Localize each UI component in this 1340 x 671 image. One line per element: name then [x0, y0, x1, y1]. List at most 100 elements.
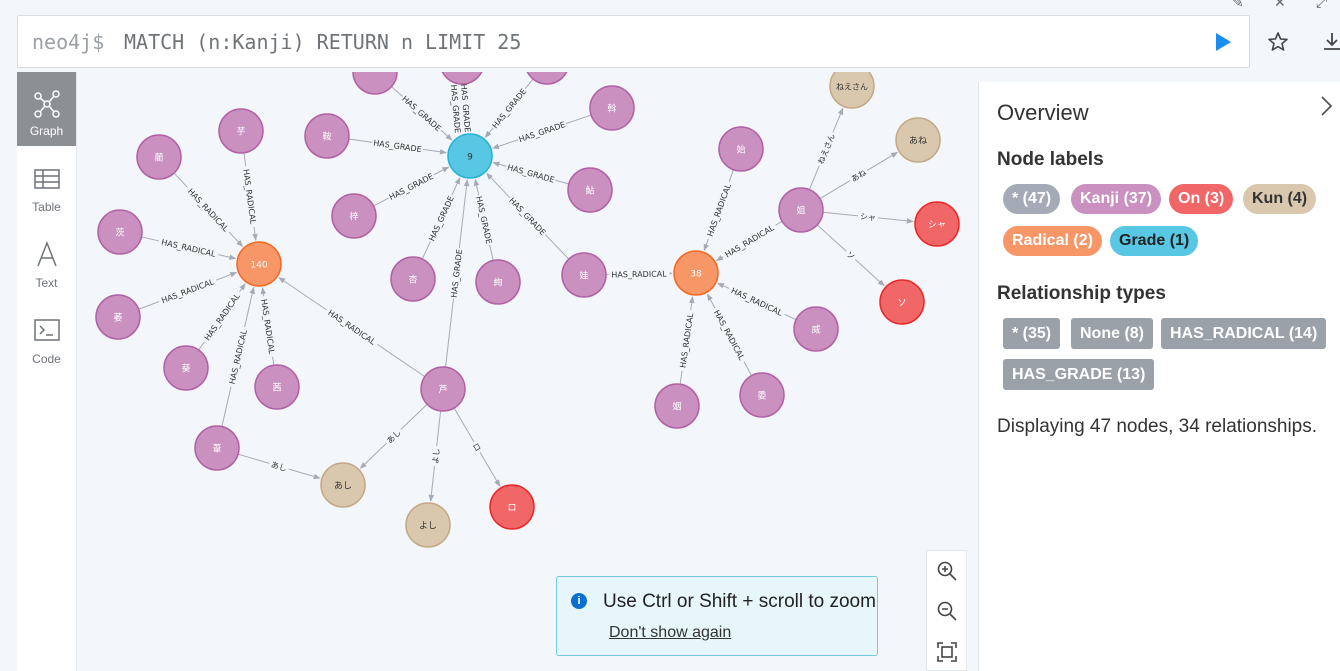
- node-circle[interactable]: [567, 167, 613, 213]
- graph-view-tab[interactable]: Graph: [17, 72, 76, 146]
- kanji-node[interactable]: 杏: [390, 256, 436, 302]
- node-circle[interactable]: [194, 425, 240, 471]
- relationship-type-tag[interactable]: * (35): [1003, 318, 1061, 349]
- kun-node[interactable]: ねえさん: [829, 72, 875, 109]
- node-label-pill[interactable]: Radical (2): [1003, 226, 1102, 256]
- radical-node[interactable]: 38: [673, 250, 719, 296]
- node-label-pill[interactable]: Kun (4): [1243, 184, 1317, 214]
- query-editor[interactable]: neo4j$ MATCH (n:Kanji) RETURN n LIMIT 25: [17, 15, 1250, 68]
- kanji-node[interactable]: 委: [739, 372, 785, 418]
- collapse-panel-chevron-icon[interactable]: [1317, 94, 1337, 118]
- node-circle[interactable]: [654, 383, 700, 429]
- run-query-button[interactable]: [1212, 30, 1234, 54]
- node-circle[interactable]: [829, 72, 875, 109]
- kanji-node[interactable]: 芦: [420, 366, 466, 412]
- node-circle[interactable]: [447, 133, 493, 179]
- relationship-label-bg: [156, 274, 219, 308]
- node-circle[interactable]: [352, 72, 398, 95]
- kanji-node[interactable]: 鞍: [304, 113, 350, 159]
- node-circle[interactable]: [304, 113, 350, 159]
- kanji-node[interactable]: 姻: [654, 383, 700, 429]
- node-label-pill[interactable]: * (47): [1003, 184, 1061, 214]
- relationship-label-bg: [857, 209, 879, 224]
- kanji-node[interactable]: 始: [718, 126, 764, 172]
- kanji-node[interactable]: 絢: [475, 259, 521, 305]
- node-circle[interactable]: [793, 306, 839, 352]
- close-icon[interactable]: ✕: [1274, 0, 1286, 10]
- node-circle[interactable]: [739, 372, 785, 418]
- kanji-node[interactable]: 葦: [194, 425, 240, 471]
- grade-node[interactable]: 9: [447, 133, 493, 179]
- kanji-node[interactable]: 芋: [218, 108, 264, 154]
- pin-icon[interactable]: ✎: [1232, 0, 1244, 10]
- kanji-node[interactable]: 梓: [331, 193, 377, 239]
- kanji-node[interactable]: 茨: [97, 209, 143, 255]
- kanji-node[interactable]: [352, 72, 398, 95]
- on-node[interactable]: シャ: [914, 201, 960, 247]
- node-circle[interactable]: [405, 502, 451, 548]
- node-circle[interactable]: [718, 126, 764, 172]
- kanji-node[interactable]: 娃: [561, 252, 607, 298]
- node-circle[interactable]: [320, 462, 366, 508]
- kanji-node[interactable]: 鮎: [567, 167, 613, 213]
- kanji-node[interactable]: 萎: [95, 294, 141, 340]
- node-circle[interactable]: [331, 193, 377, 239]
- node-circle[interactable]: [475, 259, 521, 305]
- relationship-type-tag[interactable]: HAS_RADICAL (14): [1161, 318, 1327, 349]
- node-circle[interactable]: [163, 345, 209, 391]
- favorite-star-icon[interactable]: [1266, 30, 1290, 54]
- node-circle[interactable]: [489, 484, 535, 530]
- query-input[interactable]: MATCH (n:Kanji) RETURN n LIMIT 25: [124, 30, 522, 54]
- code-view-tab[interactable]: Code: [17, 300, 76, 374]
- node-circle[interactable]: [97, 209, 143, 255]
- radical-node[interactable]: 140: [236, 241, 282, 287]
- node-circle[interactable]: [136, 134, 182, 180]
- node-label-pill[interactable]: Grade (1): [1110, 226, 1199, 256]
- expand-icon[interactable]: ⤢: [1316, 0, 1328, 10]
- node-circle[interactable]: [440, 72, 484, 85]
- kun-node[interactable]: よし: [405, 502, 451, 548]
- text-view-tab[interactable]: Text: [17, 224, 76, 298]
- kanji-node[interactable]: 茜: [254, 364, 300, 410]
- node-circle[interactable]: [218, 108, 264, 154]
- relationship-label-bg: [608, 267, 670, 281]
- node-circle[interactable]: [673, 250, 719, 296]
- node-circle[interactable]: [390, 256, 436, 302]
- kanji-node[interactable]: 藺: [136, 134, 182, 180]
- kanji-node[interactable]: [440, 72, 484, 85]
- node-circle[interactable]: [420, 366, 466, 412]
- node-circle[interactable]: [254, 364, 300, 410]
- fit-to-screen-icon[interactable]: [936, 641, 958, 663]
- kanji-node[interactable]: 姐: [778, 187, 824, 233]
- kanji-node[interactable]: 斡: [589, 85, 635, 131]
- on-node[interactable]: ソ: [879, 279, 925, 325]
- zoom-out-icon[interactable]: [936, 600, 958, 622]
- dont-show-again-link[interactable]: Don't show again: [609, 624, 732, 641]
- node-circle[interactable]: [95, 294, 141, 340]
- node-circle[interactable]: [914, 201, 960, 247]
- kun-node[interactable]: あね: [895, 117, 941, 163]
- node-label-pill[interactable]: On (3): [1169, 184, 1234, 214]
- kanji-node[interactable]: [525, 72, 569, 85]
- relationship-type-tag[interactable]: HAS_GRADE (13): [1003, 359, 1155, 390]
- table-view-tab[interactable]: Table: [17, 148, 76, 222]
- node-circle[interactable]: [879, 279, 925, 325]
- node-circle[interactable]: [778, 187, 824, 233]
- node-label-pill[interactable]: Kanji (37): [1071, 184, 1162, 214]
- node-circle[interactable]: [236, 241, 282, 287]
- relationship-type-tag[interactable]: None (8): [1071, 318, 1153, 349]
- node-circle[interactable]: [561, 252, 607, 298]
- download-icon[interactable]: [1320, 30, 1340, 54]
- on-node[interactable]: ロ: [489, 484, 535, 530]
- node-caption: 杏: [408, 274, 417, 286]
- kun-node[interactable]: あし: [320, 462, 366, 508]
- relationship-label-bg: [371, 136, 424, 156]
- node-circle[interactable]: [525, 72, 569, 85]
- node-circle[interactable]: [895, 117, 941, 163]
- node-circle[interactable]: [589, 85, 635, 131]
- table-tab-label: Table: [32, 200, 61, 214]
- kanji-node[interactable]: 威: [793, 306, 839, 352]
- zoom-in-icon[interactable]: [936, 560, 958, 582]
- kanji-node[interactable]: 葵: [163, 345, 209, 391]
